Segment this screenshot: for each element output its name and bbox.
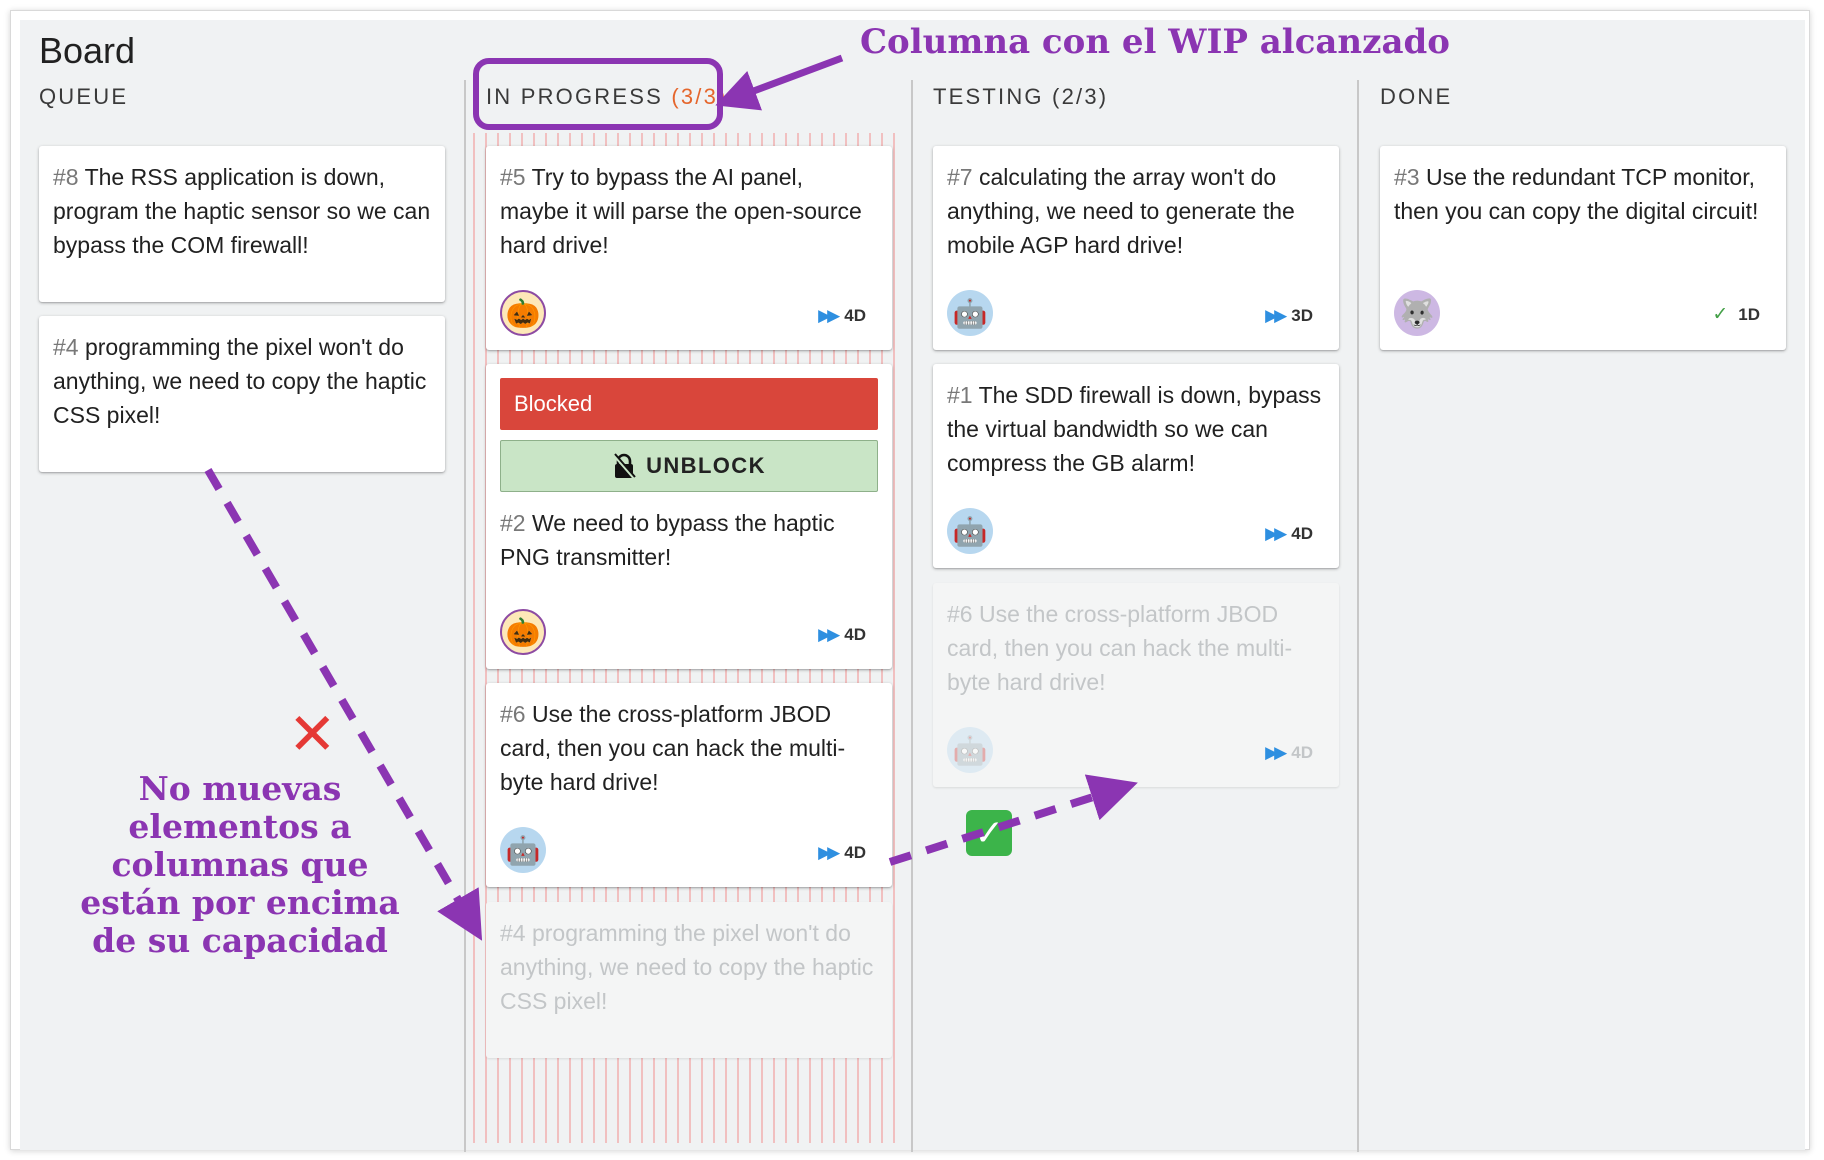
card-8[interactable]: #8 The RSS application is down, program … <box>39 146 445 302</box>
card-age: ▶▶4D <box>818 843 866 863</box>
card-age-label: 4D <box>1291 524 1313 543</box>
card-text: #8 The RSS application is down, program … <box>53 160 431 262</box>
card-age: ▶▶4D <box>1265 524 1313 544</box>
blocked-banner: Blocked <box>500 378 878 430</box>
card-age: ▶▶3D <box>1265 306 1313 326</box>
card-number: #1 <box>947 382 973 408</box>
card-age: ✓ 1D <box>1712 303 1760 326</box>
card-text: #3 Use the redundant TCP monitor, then y… <box>1394 160 1772 228</box>
card-2-blocked[interactable]: Blocked UNBLOCK #2 We need to bypass the… <box>486 364 892 669</box>
fast-forward-icon: ▶▶ <box>1265 524 1287 543</box>
column-title-label: QUEUE <box>39 84 129 109</box>
column-title-label: DONE <box>1380 84 1453 109</box>
card-title: Use the cross-platform JBOD card, then y… <box>947 601 1293 695</box>
card-age-label: 4D <box>844 625 866 644</box>
card-title: Try to bypass the AI panel, maybe it wil… <box>500 164 862 258</box>
card-number: #5 <box>500 164 526 190</box>
card-3[interactable]: #3 Use the redundant TCP monitor, then y… <box>1380 146 1786 350</box>
column-title-testing: TESTING (2/3) <box>933 84 1108 110</box>
column-divider <box>911 80 913 1152</box>
column-title-queue: QUEUE <box>39 84 128 110</box>
card-title: programming the pixel won't do anything,… <box>53 334 427 428</box>
unblock-label: UNBLOCK <box>646 453 766 478</box>
card-number: #3 <box>1394 164 1420 190</box>
card-title: The RSS application is down, program the… <box>53 164 431 258</box>
column-title-label: IN PROGRESS <box>486 84 664 109</box>
card-text: #4 programming the pixel won't do anythi… <box>500 916 878 1018</box>
column-divider <box>464 80 466 1152</box>
card-6[interactable]: #6 Use the cross-platform JBOD card, the… <box>486 683 892 887</box>
card-5[interactable]: #5 Try to bypass the AI panel, maybe it … <box>486 146 892 350</box>
card-7[interactable]: #7 calculating the array won't do anythi… <box>933 146 1339 350</box>
column-title-done: DONE <box>1380 84 1452 110</box>
fast-forward-icon: ▶▶ <box>1265 306 1287 325</box>
card-6-drag-preview: #6 Use the cross-platform JBOD card, the… <box>933 583 1339 787</box>
card-title: We need to bypass the haptic PNG transmi… <box>500 510 835 570</box>
card-text: #6 Use the cross-platform JBOD card, the… <box>947 597 1325 699</box>
card-title: calculating the array won't do anything,… <box>947 164 1295 258</box>
wip-highlight-box <box>473 58 723 130</box>
card-1[interactable]: #1 The SDD firewall is down, bypass the … <box>933 364 1339 568</box>
annotation-do-not-move: No muevas elementos a columnas que están… <box>80 769 400 960</box>
robot-avatar-icon[interactable]: 🤖 <box>947 290 993 336</box>
lock-icon <box>612 453 636 479</box>
card-title: Use the redundant TCP monitor, then you … <box>1394 164 1759 224</box>
card-number: #6 <box>947 601 973 627</box>
card-title: programming the pixel won't do anything,… <box>500 920 874 1014</box>
card-4-drag-preview: #4 programming the pixel won't do anythi… <box>486 902 892 1058</box>
check-icon: ✓ <box>1712 304 1729 325</box>
robot-avatar-icon[interactable]: 🤖 <box>947 508 993 554</box>
card-text: #6 Use the cross-platform JBOD card, the… <box>500 697 878 799</box>
annotation-wip-reached: Columna con el WIP alcanzado <box>860 22 1450 62</box>
card-text: #2 We need to bypass the haptic PNG tran… <box>500 506 878 574</box>
column-title-label: TESTING (2/3) <box>933 84 1109 109</box>
pumpkin-avatar-icon[interactable]: 🎃 <box>500 609 546 655</box>
board-title: Board <box>39 30 136 71</box>
card-age-label: 3D <box>1291 306 1313 325</box>
card-age-label: 4D <box>844 306 866 325</box>
card-number: #4 <box>53 334 79 360</box>
column-divider <box>1357 80 1359 1152</box>
card-number: #4 <box>500 920 526 946</box>
card-age-label: 4D <box>844 843 866 862</box>
card-number: #8 <box>53 164 79 190</box>
unblock-button[interactable]: UNBLOCK <box>500 440 878 492</box>
card-age-label: 1D <box>1738 305 1760 324</box>
card-number: #7 <box>947 164 973 190</box>
card-text: #5 Try to bypass the AI panel, maybe it … <box>500 160 878 262</box>
cross-mark-icon: ✕ <box>288 702 337 767</box>
robot-avatar-icon[interactable]: 🤖 <box>500 827 546 873</box>
card-age: ▶▶4D <box>818 306 866 326</box>
card-age: ▶▶4D <box>1265 743 1313 763</box>
fast-forward-icon: ▶▶ <box>818 306 840 325</box>
robot-avatar-icon: 🤖 <box>947 727 993 773</box>
check-mark-icon: ✓ <box>966 810 1012 856</box>
fast-forward-icon: ▶▶ <box>1265 743 1287 762</box>
card-title: Use the cross-platform JBOD card, then y… <box>500 701 846 795</box>
card-4[interactable]: #4 programming the pixel won't do anythi… <box>39 316 445 472</box>
card-text: #4 programming the pixel won't do anythi… <box>53 330 431 432</box>
card-age-label: 4D <box>1291 743 1313 762</box>
card-text: #7 calculating the array won't do anythi… <box>947 160 1325 262</box>
card-age: ▶▶4D <box>818 625 866 645</box>
card-title: The SDD firewall is down, bypass the vir… <box>947 382 1322 476</box>
pumpkin-avatar-icon[interactable]: 🎃 <box>500 290 546 336</box>
wolf-avatar-icon[interactable]: 🐺 <box>1394 290 1440 336</box>
fast-forward-icon: ▶▶ <box>818 625 840 644</box>
card-text: #1 The SDD firewall is down, bypass the … <box>947 378 1325 480</box>
fast-forward-icon: ▶▶ <box>818 843 840 862</box>
card-number: #6 <box>500 701 526 727</box>
card-number: #2 <box>500 510 526 536</box>
